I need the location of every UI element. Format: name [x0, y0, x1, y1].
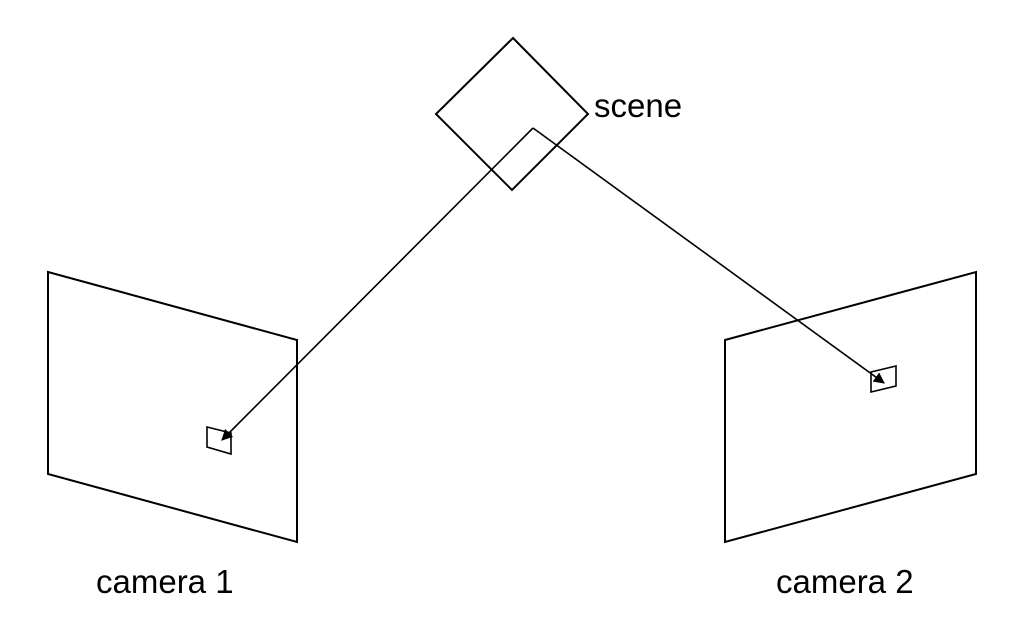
camera-1-image-plane — [47, 270, 298, 544]
camera-2-image-plane — [724, 270, 977, 544]
scene-label: scene — [594, 87, 682, 124]
camera-2-projected-patch — [870, 364, 897, 394]
scene-diamond — [434, 36, 590, 192]
camera-1-label: camera 1 — [96, 563, 234, 600]
ray-to-camera-2 — [532, 127, 885, 384]
ray-to-camera-1 — [221, 127, 534, 441]
camera-2-label: camera 2 — [776, 563, 914, 600]
camera-1-projected-patch — [206, 425, 232, 456]
